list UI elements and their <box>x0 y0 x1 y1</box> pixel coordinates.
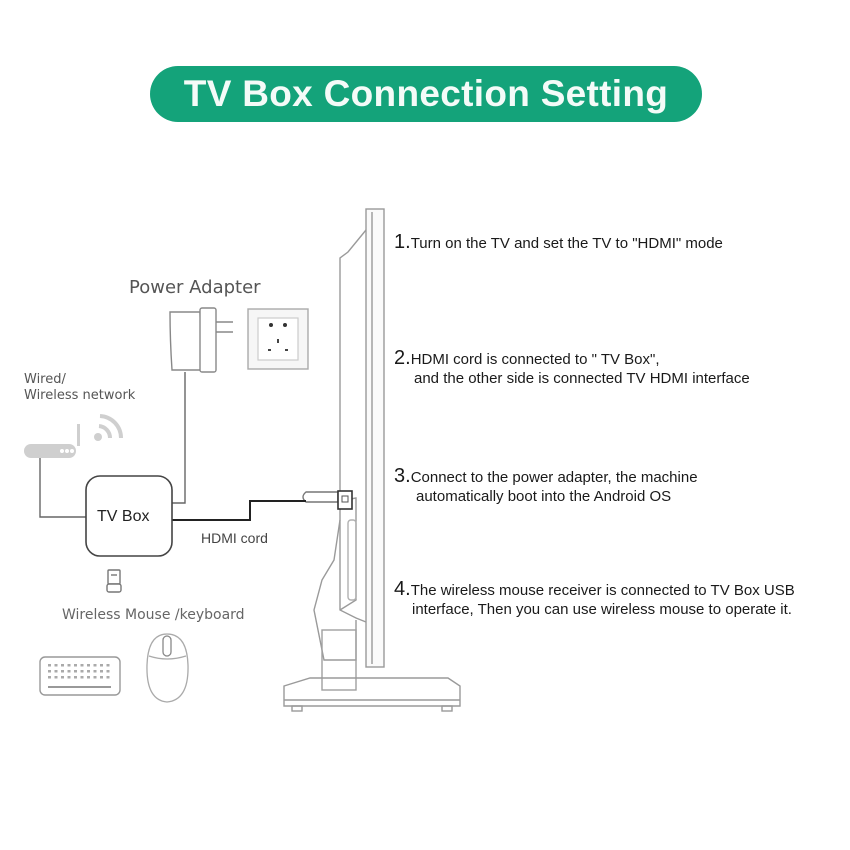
keyboard-key <box>67 670 71 673</box>
keyboard-key <box>61 664 64 667</box>
step-2: 2.HDMI cord is connected to " TV Box", a… <box>394 347 750 388</box>
keyboard-icon <box>39 656 121 696</box>
step-text-continued: and the other side is connected TV HDMI … <box>414 370 750 387</box>
tv-box-label: TV Box <box>97 508 150 525</box>
keyboard-key <box>100 670 103 673</box>
keyboard-key <box>106 664 110 667</box>
mouse-keyboard-label: Wireless Mouse /keyboard <box>62 607 245 623</box>
keyboard-key <box>93 676 97 679</box>
wall-socket-icon <box>247 308 309 370</box>
step-number: 1. <box>394 231 411 253</box>
keyboard-key <box>61 676 64 679</box>
tv-side-view-icon <box>283 208 461 712</box>
step-1: 1.Turn on the TV and set the TV to "HDMI… <box>394 231 723 253</box>
power-adapter-label: Power Adapter <box>129 277 261 298</box>
keyboard-key <box>80 664 84 667</box>
step-number: 3. <box>394 465 411 487</box>
keyboard-key <box>54 670 58 673</box>
keyboard-key <box>87 664 90 667</box>
step-3: 3.Connect to the power adapter, the mach… <box>394 465 698 506</box>
power-adapter-icon <box>169 307 233 373</box>
keyboard-key <box>80 670 84 673</box>
step-text-continued: interface, Then you can use wireless mou… <box>412 601 792 618</box>
hdmi-cord-label: HDMI cord <box>201 530 268 546</box>
keyboard-key <box>100 676 103 679</box>
keyboard-key <box>48 670 51 673</box>
keyboard-key <box>93 664 97 667</box>
keyboard-key <box>106 676 110 679</box>
keyboard-key <box>74 676 77 679</box>
keyboard-key <box>67 676 71 679</box>
keyboard-key <box>93 670 97 673</box>
keyboard-key <box>87 676 90 679</box>
step-text: The wireless mouse receiver is connected… <box>410 582 795 599</box>
hdmi-plug-icon <box>302 490 353 510</box>
step-text: Turn on the TV and set the TV to "HDMI" … <box>410 235 723 252</box>
network-label-line2: Wireless network <box>24 388 136 403</box>
keyboard-key <box>54 676 58 679</box>
keyboard-key <box>61 670 64 673</box>
keyboard-key <box>74 670 77 673</box>
keyboard-key <box>80 676 84 679</box>
cables <box>39 372 306 521</box>
mouse-icon <box>146 633 189 703</box>
keyboard-key <box>48 676 51 679</box>
step-4: 4.The wireless mouse receiver is connect… <box>394 578 795 619</box>
title-banner: TV Box Connection Setting <box>150 66 702 122</box>
step-text: HDMI cord is connected to " TV Box", <box>410 351 660 368</box>
page-title: TV Box Connection Setting <box>183 73 669 114</box>
keyboard-key <box>54 664 58 667</box>
step-number: 2. <box>394 347 411 369</box>
keyboard-key <box>87 670 90 673</box>
tv-box-icon <box>85 475 173 557</box>
wifi-icon <box>94 414 124 441</box>
keyboard-key <box>74 664 77 667</box>
keyboard-key <box>67 664 71 667</box>
step-text-continued: automatically boot into the Android OS <box>416 488 672 505</box>
keyboard-key <box>100 664 103 667</box>
keyboard-key <box>106 670 110 673</box>
network-label-line1: Wired/ <box>24 372 66 387</box>
step-text: Connect to the power adapter, the machin… <box>410 469 698 486</box>
step-number: 4. <box>394 578 411 600</box>
usb-receiver-icon <box>106 569 122 593</box>
keyboard-key <box>48 664 51 667</box>
router-icon <box>24 424 80 458</box>
network-label: Wired/ Wireless network <box>24 372 135 404</box>
